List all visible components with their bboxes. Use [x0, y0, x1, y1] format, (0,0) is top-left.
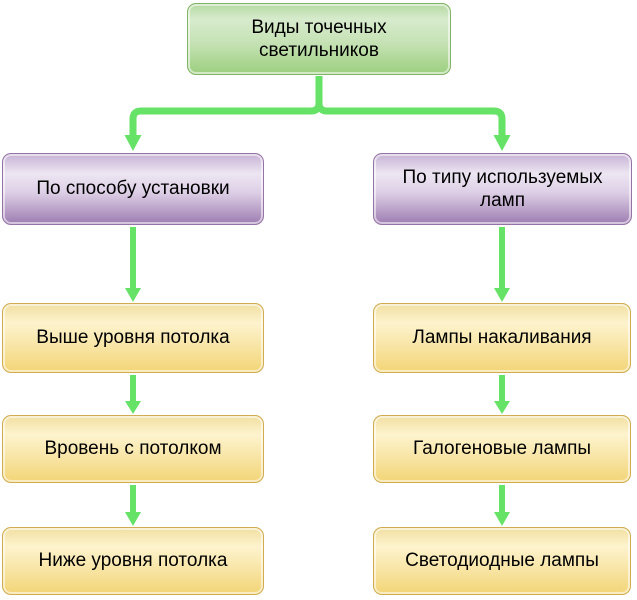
arrowhead-left-branch [124, 135, 142, 151]
edge-root-to-left-branch [129, 76, 323, 137]
node-halogen-lamps: Галогеновые лампы [373, 415, 631, 483]
node-incandescent-lamps: Лампы накаливания [373, 303, 631, 373]
arrowhead-left-child2 [125, 401, 141, 414]
arrowhead-right-child2 [494, 401, 510, 414]
node-below-ceiling-level: Ниже уровня потолка [2, 527, 264, 595]
tree-connector [124, 76, 511, 151]
node-branch-by-installation-method: По способу установки [2, 153, 264, 225]
node-above-ceiling-level: Выше уровня потолка [2, 303, 264, 373]
node-root-types-of-spotlights: Виды точечных светильников [187, 3, 451, 75]
arrowhead-left-child1 [125, 288, 141, 302]
node-branch-by-lamp-type: По типу используемых ламп [373, 153, 632, 225]
arrowhead-left-child3 [125, 512, 141, 526]
node-flush-with-ceiling: Вровень с потолком [2, 415, 264, 483]
arrowhead-right-branch [493, 135, 511, 151]
arrowhead-right-child1 [494, 288, 510, 302]
edge-root-to-right-branch [315, 76, 506, 137]
arrowhead-right-child3 [494, 512, 510, 526]
node-led-lamps: Светодиодные лампы [373, 527, 631, 595]
